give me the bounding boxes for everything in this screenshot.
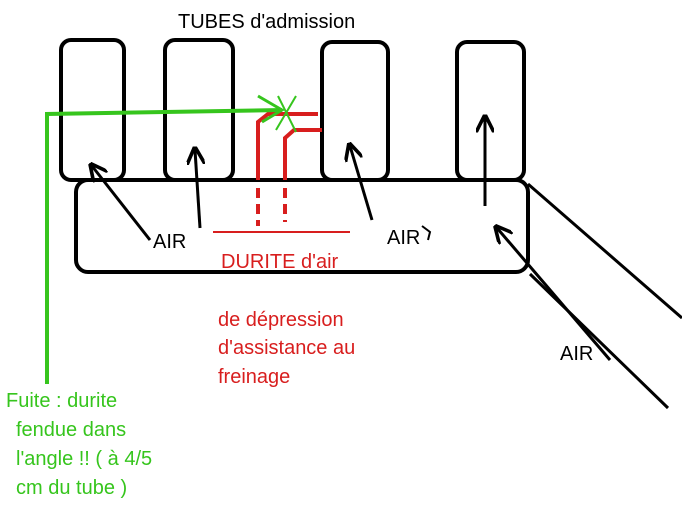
intake-manifold	[74, 178, 530, 274]
leak-note-line-2: fendue dans	[16, 419, 127, 441]
air-tick-mark	[421, 225, 432, 241]
hose-title-label: DURITE d'air	[221, 251, 339, 273]
hose-desc-line-2: d'assistance au	[218, 337, 356, 359]
leak-indicator	[45, 94, 297, 384]
intake-tube-1	[59, 38, 126, 182]
air-duct-lower-line	[528, 272, 670, 410]
leak-pointer-line	[45, 108, 283, 384]
air-label-left: AIR	[153, 231, 187, 253]
hose-outer-wall	[256, 112, 318, 180]
leak-cross-stroke-2	[275, 95, 297, 131]
airflow-arrow-tube-1	[92, 166, 152, 241]
air-label-right: AIR	[560, 343, 594, 365]
airflow-arrow-duct	[497, 228, 612, 361]
leak-cross-stroke-1	[277, 95, 297, 133]
leak-note-line-3: l'angle !! ( à 4/5	[16, 448, 153, 470]
airflow-arrow-tube-3	[350, 146, 374, 221]
diagram-title: TUBES d'admission	[178, 11, 356, 33]
leak-pointer-arrowhead	[257, 94, 285, 124]
hose-inner-wall	[283, 128, 322, 180]
intake-tube-4	[455, 40, 526, 182]
leak-note-line-4: cm du tube )	[16, 477, 128, 499]
hose-desc-line-3: freinage	[218, 366, 291, 388]
leak-note-line-1: Fuite : durite	[6, 390, 118, 412]
hose-desc-line-1: de dépression	[218, 309, 344, 331]
vacuum-hose	[213, 112, 350, 233]
air-label-middle: AIR	[387, 227, 421, 249]
air-duct-upper-line	[527, 182, 682, 320]
airflow-arrow-tube-2	[195, 150, 200, 229]
